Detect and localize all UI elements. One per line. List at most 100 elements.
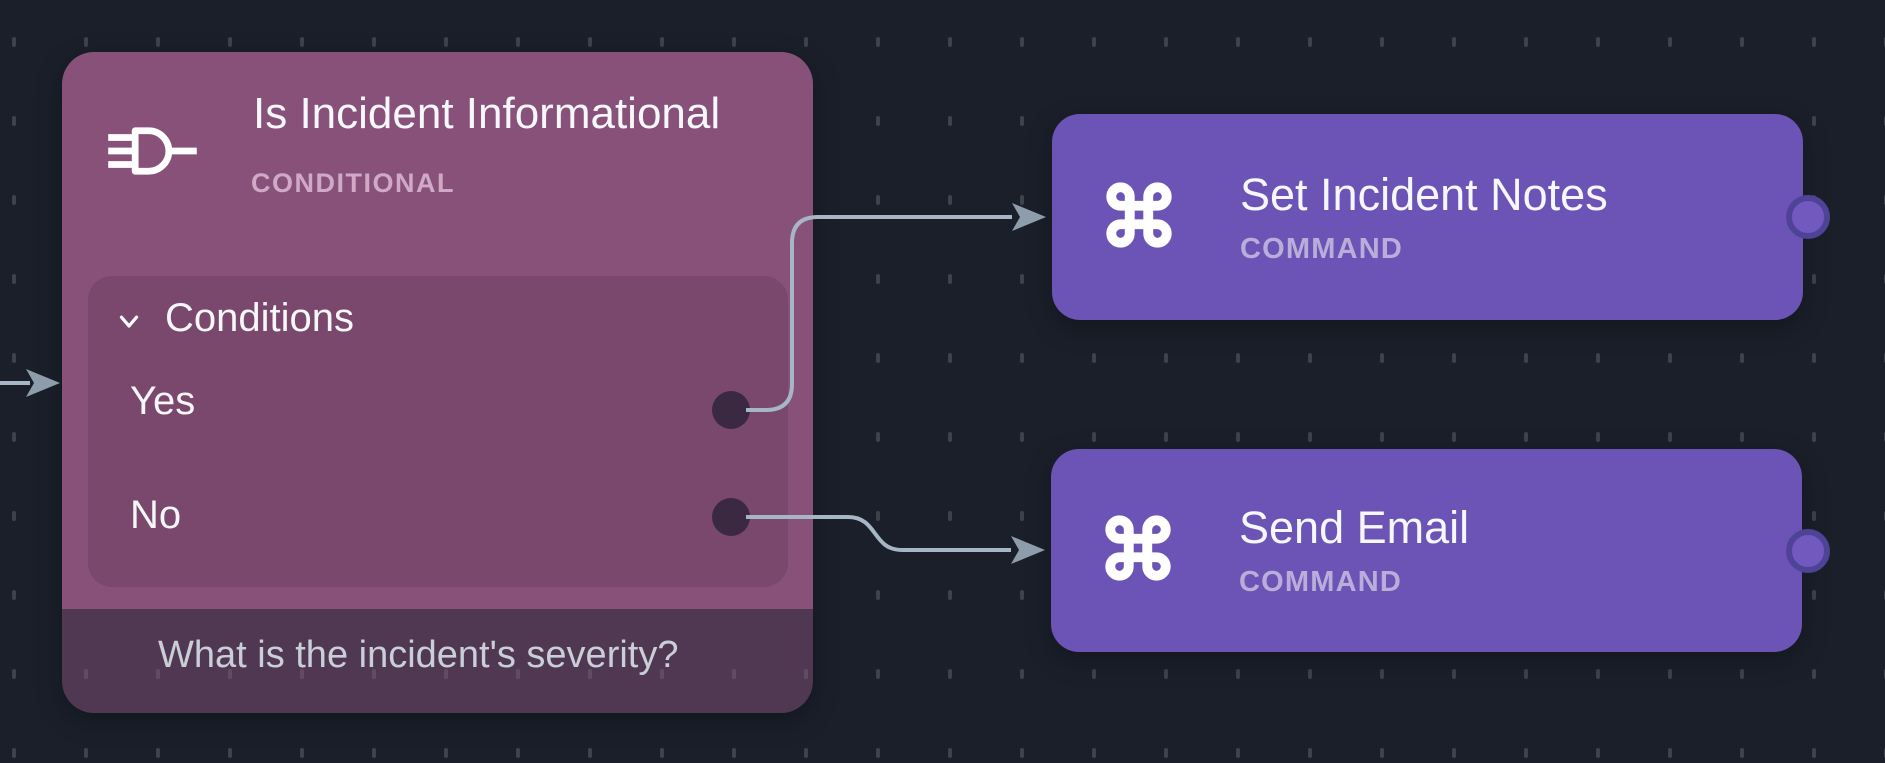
output-port-yes[interactable] [712, 391, 750, 429]
grid-dash [948, 511, 952, 521]
grid-dash [948, 353, 952, 363]
grid-dash [1812, 37, 1816, 47]
grid-dash [12, 590, 16, 600]
grid-dash [1452, 748, 1456, 758]
grid-dash [1740, 669, 1744, 679]
grid-dash [1308, 37, 1312, 47]
grid-dash [660, 748, 664, 758]
grid-dash [1668, 748, 1672, 758]
grid-dash [876, 274, 880, 284]
output-port-set-incident-notes[interactable] [1786, 195, 1830, 239]
grid-dash [1812, 116, 1816, 126]
grid-dash [1740, 432, 1744, 442]
grid-dash [1380, 432, 1384, 442]
node-set-incident-notes[interactable]: Set Incident Notes COMMAND [1052, 114, 1803, 320]
condition-row-yes[interactable]: Yes [130, 379, 196, 423]
grid-dash [1020, 511, 1024, 521]
grid-dash [1596, 353, 1600, 363]
grid-dash [948, 195, 952, 205]
grid-dash [948, 37, 952, 47]
grid-dash [12, 669, 16, 679]
grid-dash [1524, 748, 1528, 758]
grid-dash [1668, 432, 1672, 442]
conditional-node-question: What is the incident's severity? [158, 634, 679, 676]
grid-dash [516, 37, 520, 47]
command-node-type-label: COMMAND [1239, 566, 1403, 598]
grid-dash [1452, 353, 1456, 363]
conditions-section-label: Conditions [165, 296, 355, 340]
grid-dash [1452, 432, 1456, 442]
grid-dash [588, 748, 592, 758]
command-icon [1101, 511, 1175, 590]
grid-dash [1668, 353, 1672, 363]
grid-dash [156, 37, 160, 47]
grid-dash [804, 37, 808, 47]
grid-dash [876, 37, 880, 47]
grid-dash [1020, 274, 1024, 284]
grid-dash [1668, 669, 1672, 679]
grid-dash [84, 748, 88, 758]
grid-dash [1308, 748, 1312, 758]
grid-dash [1236, 748, 1240, 758]
grid-dash [1524, 353, 1528, 363]
grid-dash [1596, 37, 1600, 47]
grid-dash [1524, 37, 1528, 47]
node-conditional[interactable]: Is Incident Informational CONDITIONAL Co… [62, 52, 813, 713]
grid-dash [1236, 432, 1240, 442]
grid-dash [876, 353, 880, 363]
grid-dash [444, 748, 448, 758]
grid-dash [300, 37, 304, 47]
grid-dash [1164, 37, 1168, 47]
grid-dash [300, 748, 304, 758]
grid-dash [1236, 669, 1240, 679]
grid-dash [1380, 669, 1384, 679]
conditions-section-header[interactable]: Conditions [88, 294, 788, 350]
logic-gate-icon [105, 125, 200, 182]
grid-dash [1308, 353, 1312, 363]
grid-dash [1236, 353, 1240, 363]
output-port-send-email[interactable] [1786, 529, 1830, 573]
grid-dash [804, 748, 808, 758]
node-send-email[interactable]: Send Email COMMAND [1051, 449, 1802, 652]
grid-dash [660, 37, 664, 47]
grid-dash [1452, 669, 1456, 679]
grid-dash [516, 748, 520, 758]
grid-dash [372, 748, 376, 758]
grid-dash [1020, 37, 1024, 47]
grid-dash [1812, 353, 1816, 363]
grid-dash [84, 37, 88, 47]
grid-dash [948, 748, 952, 758]
grid-dash [12, 116, 16, 126]
grid-dash [732, 37, 736, 47]
grid-dash [1092, 669, 1096, 679]
grid-dash [1668, 37, 1672, 47]
grid-dash [1596, 669, 1600, 679]
grid-dash [444, 37, 448, 47]
command-node-type-label: COMMAND [1240, 232, 1404, 265]
grid-dash [948, 274, 952, 284]
grid-dash [1812, 511, 1816, 521]
grid-dash [1092, 353, 1096, 363]
grid-dash [1380, 353, 1384, 363]
grid-dash [1596, 748, 1600, 758]
condition-row-no[interactable]: No [130, 493, 182, 537]
output-port-no[interactable] [712, 498, 750, 536]
grid-dash [1812, 432, 1816, 442]
grid-dash [1020, 353, 1024, 363]
command-node-title: Set Incident Notes [1240, 168, 1608, 220]
grid-dash [228, 748, 232, 758]
grid-dash [1812, 748, 1816, 758]
grid-dash [12, 353, 16, 363]
grid-dash [1020, 590, 1024, 600]
conditional-node-footer: What is the incident's severity? [62, 609, 813, 713]
grid-dash [588, 37, 592, 47]
grid-dash [1596, 432, 1600, 442]
grid-dash [12, 511, 16, 521]
grid-dash [1524, 432, 1528, 442]
grid-dash [1380, 37, 1384, 47]
grid-dash [1452, 37, 1456, 47]
grid-dash [1092, 432, 1096, 442]
grid-dash [1164, 669, 1168, 679]
grid-dash [1740, 353, 1744, 363]
